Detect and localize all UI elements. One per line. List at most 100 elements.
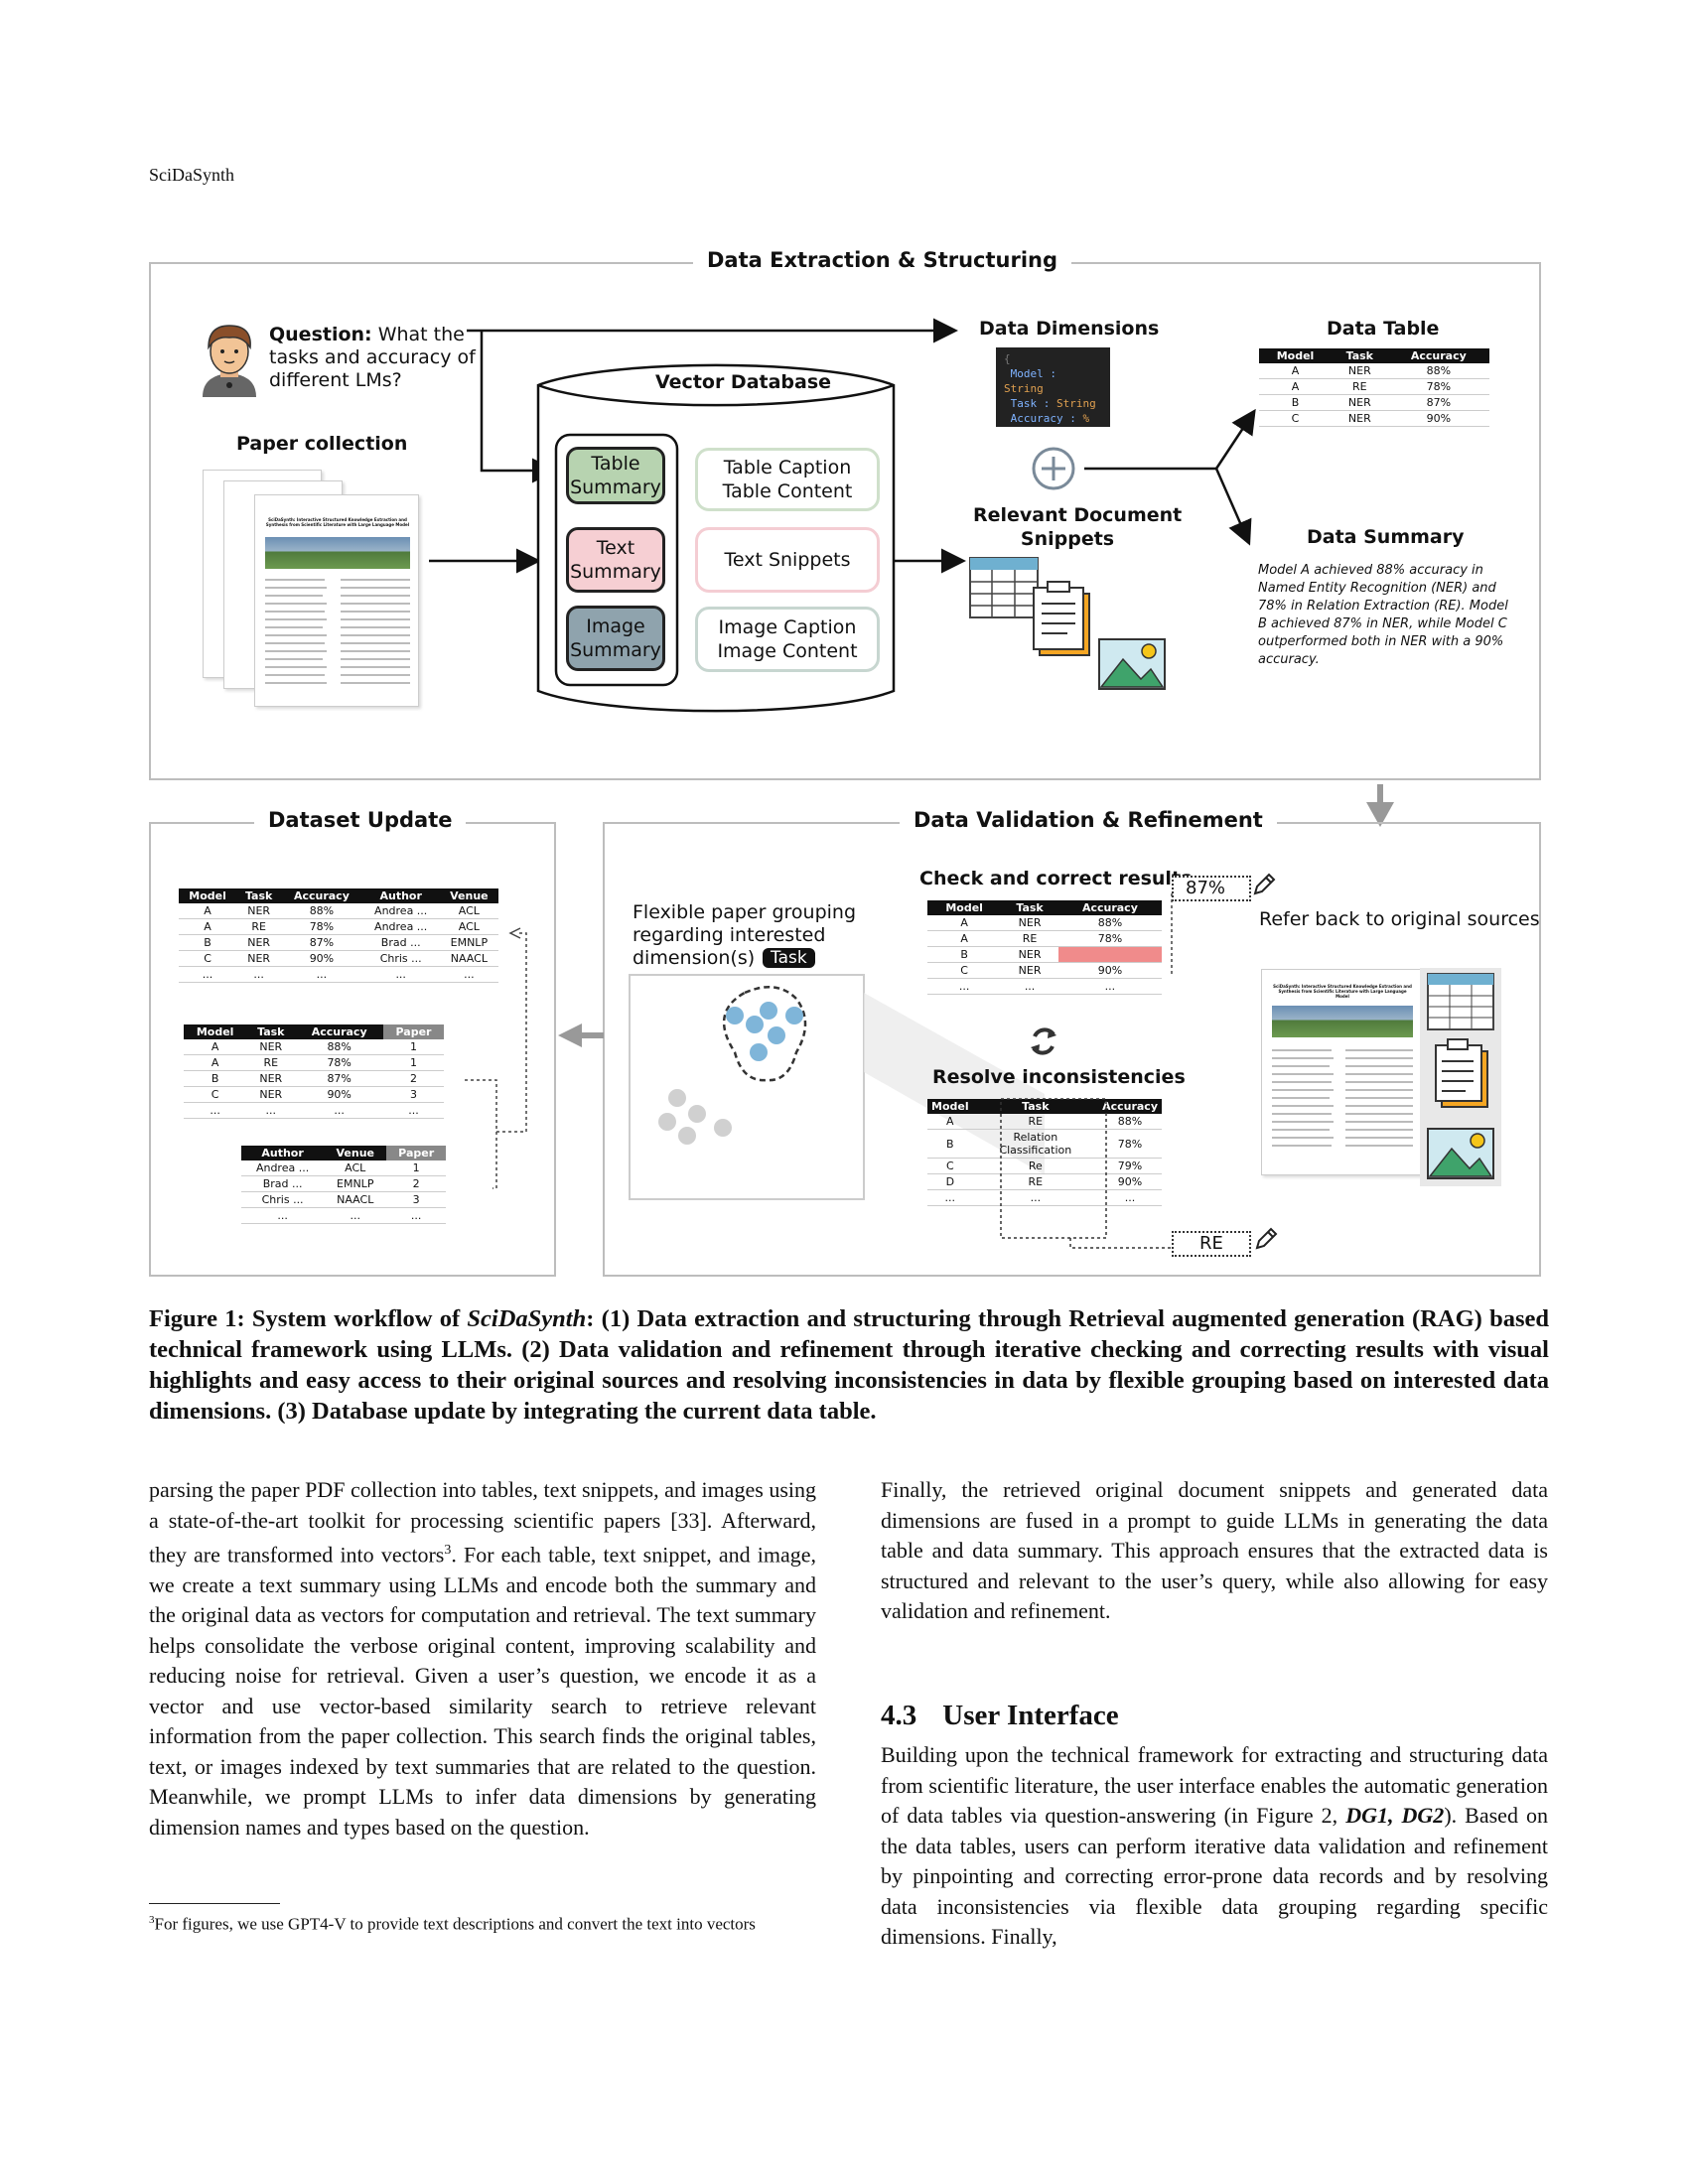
table-cell: 1 [383,1054,444,1071]
table-cell: 88% [1098,1114,1162,1130]
paper-thumbnail-photo [265,537,410,569]
table-cell: A [1259,378,1332,395]
table-cell: NAACL [439,950,498,967]
table-header-cell: Venue [439,888,498,903]
table-cell: B [1259,394,1332,411]
table-header-cell: Accuracy [281,888,362,903]
table-cell: NER [1332,410,1388,427]
table-header-cell: Venue [324,1146,387,1160]
table-cell: NER [246,1039,296,1055]
table-cell: NER [246,1086,296,1103]
table-cell: NER [1332,394,1388,411]
table-cell: NER [1001,915,1058,931]
user-avatar-icon [203,325,256,397]
table-cell: NER [236,903,282,919]
table-cell: A [184,1039,247,1055]
table-header-cell: Task [246,1024,296,1039]
table-cell: RE [972,1173,1099,1190]
document-icon [1033,581,1090,656]
table-cell: Chris ... [241,1191,325,1208]
resolve-dashed-outline [1000,1098,1174,1249]
table-cell: 3 [386,1191,446,1208]
table-cell: NER [236,934,282,951]
table-icon [1427,973,1494,1030]
table-cell: ... [236,966,282,983]
table-cell: 88% [295,1039,384,1055]
table-cell: ... [927,978,1002,995]
table-cell: ... [361,966,440,983]
table-cell: ... [241,1207,325,1224]
check-title: Check and correct results [919,868,1193,889]
table-cell: 78% [1387,378,1489,395]
table-cell: 87% [295,1070,384,1087]
table-header-cell: Accuracy [1057,900,1162,915]
image-icon [1098,638,1166,690]
highlight-connector [1171,893,1173,977]
figure-caption: Figure 1: System workflow of SciDaSynth:… [149,1305,1549,1425]
table-cell: A [927,930,1002,947]
table-cell: A [1259,363,1332,379]
table-header-cell: Model [184,1024,247,1039]
table-header-cell: Author [241,1146,325,1160]
table-cell: 90% [295,1086,384,1103]
table-cell: ... [281,966,362,983]
validation-title: Data Validation & Refinement [900,808,1277,832]
table-cell: C [184,1086,247,1103]
table-cell: 3 [383,1086,444,1103]
table-header-cell: Paper [383,1024,444,1039]
table-cell: ... [184,1102,247,1119]
table-cell: 88% [1387,363,1489,379]
table-header-cell: Author [361,888,440,903]
table-cell: NER [236,950,282,967]
data-summary-text: Model A achieved 88% accuracy in Named E… [1258,563,1508,667]
table-cell: 78% [1057,930,1162,947]
left-column-paragraph: parsing the paper PDF collection into ta… [149,1477,816,1840]
table-cell: ... [972,1189,1099,1206]
text-snippets-pill: Text Snippets [695,527,880,593]
table-header-cell: Model [179,888,237,903]
table-header-cell: Paper [386,1146,446,1160]
table-cell: NER [1001,962,1058,979]
table-cell: 78% [281,918,362,935]
grouping-scatter [629,974,1045,1200]
table-header-cell: Accuracy [1098,1099,1162,1114]
grouping-text: Flexible paper grouping regarding intere… [633,901,857,969]
table-cell: A [927,915,1002,931]
dataset-update-title: Dataset Update [254,808,467,832]
table-cell: C [927,1158,973,1174]
table-header-cell: Model [927,1099,973,1114]
source-paper-photo [1272,1006,1413,1037]
table-cell: 1 [383,1039,444,1055]
paper-thumbnail-title: SciDaSynth: Interactive Structured Knowl… [265,517,410,527]
paper-thumbnail-front: SciDaSynth: Interactive Structured Knowl… [254,494,419,707]
table-row: ............... [179,966,498,983]
table-cell: ... [1098,1189,1162,1206]
table-header-cell: Task [1001,900,1058,915]
left-arrow [558,1024,604,1047]
table-cell: 90% [1057,962,1162,979]
table-cell: EMNLP [324,1175,387,1192]
pencil-icon [1253,873,1276,895]
table-cell: ... [386,1207,446,1224]
data-table-title: Data Table [1327,318,1440,340]
table-cell: B [927,946,1002,963]
table-cell: A [184,1054,247,1071]
